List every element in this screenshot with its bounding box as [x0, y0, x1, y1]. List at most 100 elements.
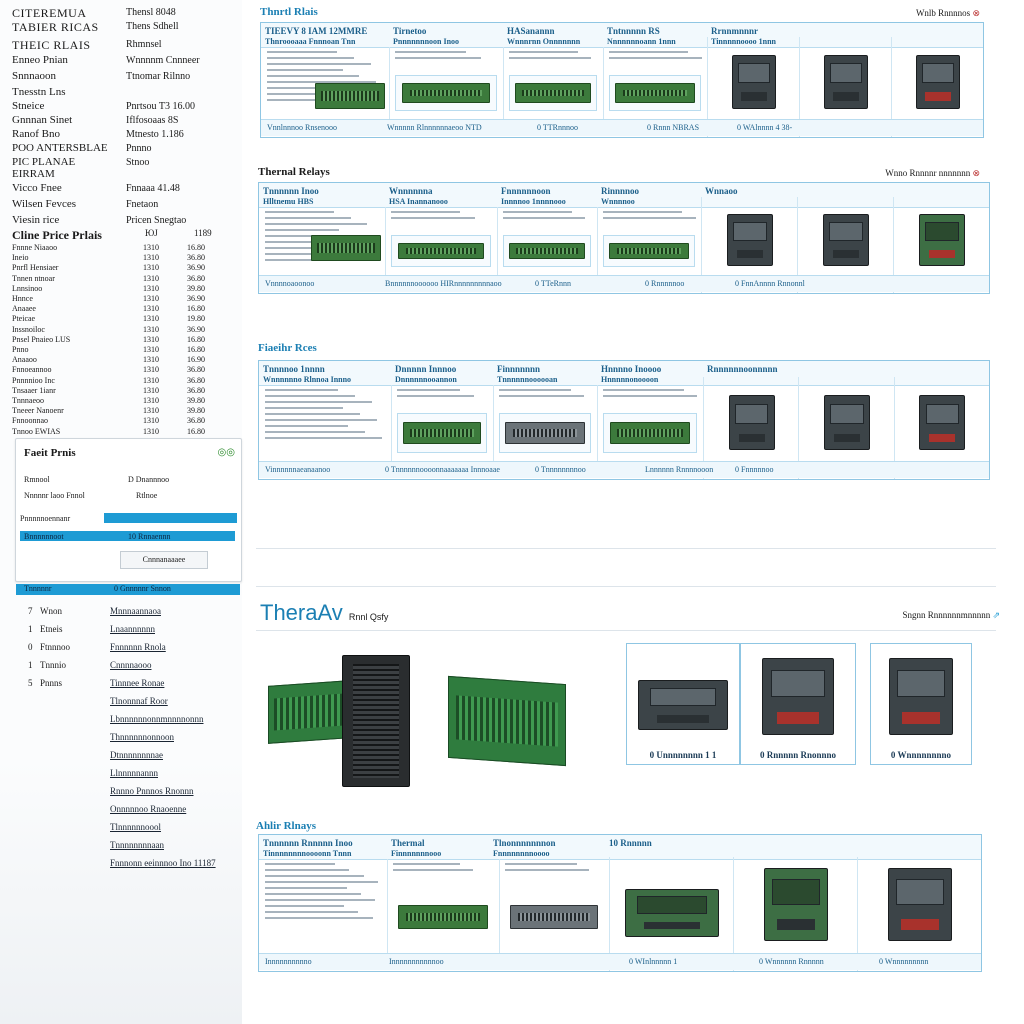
- product-card[interactable]: Dnn FXlRQO: [891, 37, 984, 137]
- sort-strip[interactable]: Tnnnnnr 0 Gnnnnnr Snnon: [16, 584, 240, 595]
- panel-header-label[interactable]: Thermal: [391, 838, 425, 848]
- link-item-link[interactable]: Tinnnee Ronae: [110, 678, 165, 688]
- panel-header-label[interactable]: Hnnnno Inoooo: [601, 364, 662, 374]
- link-list-item[interactable]: Tlnnnnnnoool: [28, 822, 238, 834]
- close-icon[interactable]: ⊗: [970, 8, 980, 18]
- link-item-link[interactable]: Lbnnnnnnonnmnnnnonnn: [110, 714, 204, 724]
- panel-footer-label[interactable]: 0 WAlnnnn 4 38-: [737, 123, 793, 132]
- filter-apply-button[interactable]: Cnnnanaaaee: [120, 551, 208, 569]
- panel-footer-label[interactable]: 0 Tnnnnnnnnoo: [535, 465, 586, 474]
- product-thumbnail[interactable]: [609, 75, 701, 111]
- product-card[interactable]: 0 Tnn 1nnn: [703, 377, 799, 479]
- panel-footer-label[interactable]: 0 WInlnnnnn 1: [629, 957, 678, 966]
- panel-header-label[interactable]: Wnnaoo: [705, 186, 738, 196]
- link-item-link[interactable]: Rnnno Pnnnos Rnonnn: [110, 786, 194, 796]
- link-list-item[interactable]: Dtnnnnnnnnae: [28, 750, 238, 762]
- link-item-link[interactable]: Onnnnnoo Rnaoenne: [110, 804, 187, 814]
- eye-icon[interactable]: ◎◎: [217, 447, 235, 458]
- link-list-item[interactable]: Fnnnonn eeinnnoo Ino 11187: [28, 858, 238, 870]
- panel-footer-label[interactable]: 0 Wnnnnnnnnn: [879, 957, 929, 966]
- product-thumbnail[interactable]: [395, 75, 497, 111]
- panel-footer-label[interactable]: Lnnnnnn Rnnnnooon: [645, 465, 714, 474]
- section-right-link[interactable]: Wnno Rnnnnr nnnnnnn ⊗: [885, 168, 980, 179]
- link-item-link[interactable]: Tnnnnnnnnaan: [110, 840, 164, 850]
- panel-footer-label[interactable]: Wnnnnn Rlnnnnnnaeoo NTD: [387, 123, 482, 132]
- panel-footer-label[interactable]: 0 TTeRnnn: [535, 279, 571, 288]
- hero-product-card[interactable]: 0 Wnnnnnnnno: [870, 643, 972, 765]
- panel-footer-label[interactable]: 0 Fnnnnnoo: [735, 465, 774, 474]
- product-card[interactable]: 0 Rnnnnn 1nnn: [893, 377, 990, 479]
- panel-footer-label[interactable]: 0 Rnnn NBRAS: [647, 123, 700, 132]
- panel-header-label[interactable]: Rinnnnoo: [601, 186, 640, 196]
- product-thumbnail[interactable]: [397, 413, 487, 453]
- link-item-link[interactable]: Dtnnnnnnnnae: [110, 750, 163, 760]
- section-right-link[interactable]: Wnlb Rnnnnos ⊗: [916, 8, 980, 19]
- product-thumbnail[interactable]: [603, 413, 697, 453]
- filter-bar2[interactable]: [20, 531, 235, 541]
- panel-header-label[interactable]: HASanannn: [507, 26, 555, 36]
- share-icon[interactable]: ⇗: [992, 610, 1000, 620]
- panel-header-label[interactable]: TIEEVY 8 IAM 12MMRE: [265, 26, 368, 36]
- link-list-item[interactable]: Llnnnnnannn: [28, 768, 238, 780]
- product-thumbnail[interactable]: [503, 235, 591, 267]
- link-list-item[interactable]: Rnnno Pnnnos Rnonnn: [28, 786, 238, 798]
- link-item-link[interactable]: Lnaannnnnn: [110, 624, 155, 634]
- link-item-link[interactable]: Mnnnaannaoa: [110, 606, 161, 616]
- panel-footer-label[interactable]: 0 Wnnnnnn Rnnnnn: [759, 957, 824, 966]
- panel-header-label[interactable]: 10 Rnnnnn: [609, 838, 652, 848]
- panel-footer-label[interactable]: Innnnnnnnnno: [265, 957, 312, 966]
- product-card[interactable]: 0 Rnnnna 480: [799, 37, 892, 137]
- link-item-link[interactable]: Llnnnnnannn: [110, 768, 158, 778]
- product-thumbnail[interactable]: [391, 235, 491, 267]
- link-list-item[interactable]: Lbnnnnnnonnmnnnnonnn: [28, 714, 238, 726]
- panel-footer-label[interactable]: Bnnnnnnoooooo HIRnnnnnnnnnaoo: [385, 279, 502, 288]
- link-list-item[interactable]: Tlnonnnaf Roor: [28, 696, 238, 708]
- panel-footer-label[interactable]: 0 Tnnnnnnoooonnaaaaaaa Innnoaae: [385, 465, 500, 474]
- link-item-link[interactable]: Fnnnnnn Rnola: [110, 642, 166, 652]
- panel-header-label[interactable]: Tnnnnnn Rnnnnn Inoo: [263, 838, 353, 848]
- panel-footer-label[interactable]: 0 FnnAnnnn Rnnonnl: [735, 279, 805, 288]
- filter-row1-value[interactable]: D Dnannnoo: [128, 475, 170, 484]
- panel-footer-label[interactable]: Vinnnnnnaeanaanoo: [265, 465, 331, 474]
- panel-header-label[interactable]: Tnnnnnn Inoo: [263, 186, 319, 196]
- product-thumbnail[interactable]: [499, 413, 591, 453]
- hero-right-link[interactable]: Sngnn Rnnnnnnmnnnnn ⇗: [902, 610, 1000, 621]
- product-thumbnail[interactable]: [509, 75, 597, 111]
- hero-product-2[interactable]: [448, 675, 566, 767]
- panel-footer-label[interactable]: 0 TTRnnnoo: [537, 123, 578, 132]
- pcb-image[interactable]: [398, 905, 488, 929]
- link-item-link[interactable]: Cnnnnaooo: [110, 660, 152, 670]
- panel-footer-label[interactable]: Vnnlnnnoo Rnsenooo: [267, 123, 337, 132]
- link-item-link[interactable]: Tlnonnnaf Roor: [110, 696, 168, 706]
- link-list-item[interactable]: Thnnnnnnonnoon: [28, 732, 238, 744]
- pcb-image[interactable]: [510, 905, 598, 929]
- product-card[interactable]: [733, 857, 858, 971]
- panel-header-label[interactable]: Finnnnnnn: [497, 364, 541, 374]
- link-list-item[interactable]: Tnnnnnnnnaan: [28, 840, 238, 852]
- link-list-item[interactable]: Onnnnnoo Rnaoenne: [28, 804, 238, 816]
- close-icon[interactable]: ⊗: [970, 168, 980, 178]
- panel-header-label[interactable]: Tlnonnnnnnnon: [493, 838, 556, 848]
- panel-header-label[interactable]: Tntnnnnn RS: [607, 26, 660, 36]
